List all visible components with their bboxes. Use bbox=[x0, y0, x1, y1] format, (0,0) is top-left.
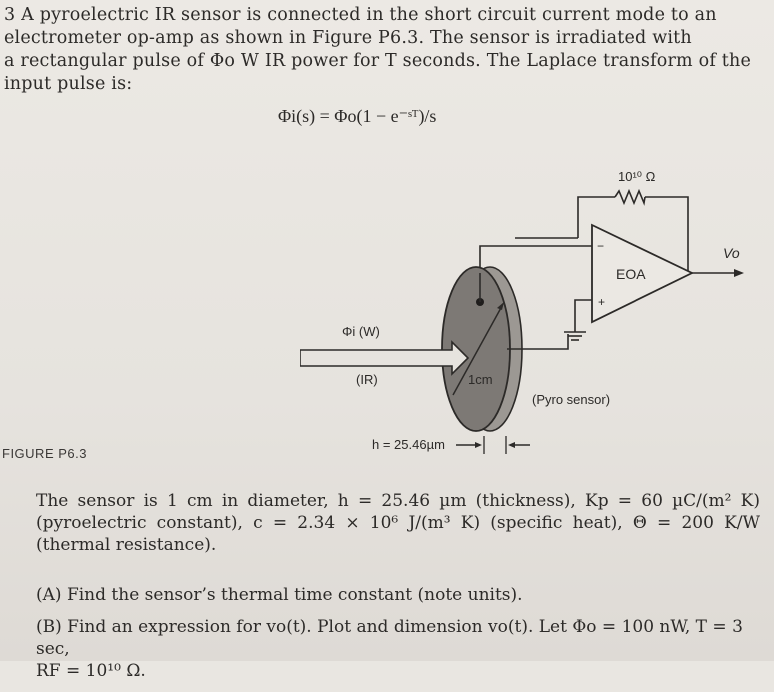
question-b: (B) Find an expression for vo(t). Plot a… bbox=[36, 617, 743, 659]
diameter-label: 1cm bbox=[468, 372, 493, 387]
output-label: Vo bbox=[723, 245, 740, 261]
problem-line-1: 3 A pyroelectric IR sensor is connected … bbox=[4, 5, 717, 25]
opamp-label: EOA bbox=[616, 266, 646, 282]
question-a: (A) Find the sensor’s thermal time const… bbox=[36, 585, 523, 605]
input-power-label: Φi (W) bbox=[342, 324, 380, 339]
laplace-equation: Φi(s) = Φo(1 − e⁻ˢᵀ)/s bbox=[278, 106, 437, 126]
resistor-symbol bbox=[614, 188, 646, 206]
resistor-label: 10¹⁰ Ω bbox=[618, 169, 656, 184]
opamp-triangle bbox=[591, 223, 695, 324]
minus-input-sign: − bbox=[597, 239, 604, 253]
circuit-diagram: 10¹⁰ Ω EOA − + Vo 1cm Φi (W) bbox=[300, 169, 744, 454]
figure-label: FIGURE P6.3 bbox=[2, 446, 87, 461]
ground-plus bbox=[564, 299, 592, 341]
question-b-continued: RF = 10¹⁰ Ω. bbox=[36, 661, 146, 681]
problem-line-2: electrometer op-amp as shown in Figure P… bbox=[4, 28, 692, 48]
sensor-parameters: The sensor is 1 cm in diameter, h = 25.4… bbox=[36, 491, 760, 555]
thickness-label: h = 25.46µm bbox=[372, 437, 445, 452]
problem-statement: 3 A pyroelectric IR sensor is connected … bbox=[4, 4, 764, 96]
ir-input-arrow bbox=[300, 340, 470, 376]
thickness-arrowhead-left bbox=[475, 442, 482, 448]
ir-label: (IR) bbox=[356, 372, 378, 387]
problem-line-3: a rectangular pulse of Φo W IR power for… bbox=[4, 51, 752, 71]
diameter-arrowhead-top bbox=[497, 302, 504, 310]
output-arrowhead bbox=[734, 269, 744, 277]
thickness-arrowhead-right bbox=[508, 442, 515, 448]
sensor-label: (Pyro sensor) bbox=[532, 392, 610, 407]
plus-input-sign: + bbox=[598, 295, 605, 309]
problem-line-4: input pulse is: bbox=[4, 74, 133, 94]
questions: (A) Find the sensor’s thermal time const… bbox=[36, 584, 760, 692]
feedback-loop bbox=[479, 196, 689, 273]
diameter-arrow bbox=[452, 305, 503, 396]
ground-sensor bbox=[507, 334, 569, 350]
